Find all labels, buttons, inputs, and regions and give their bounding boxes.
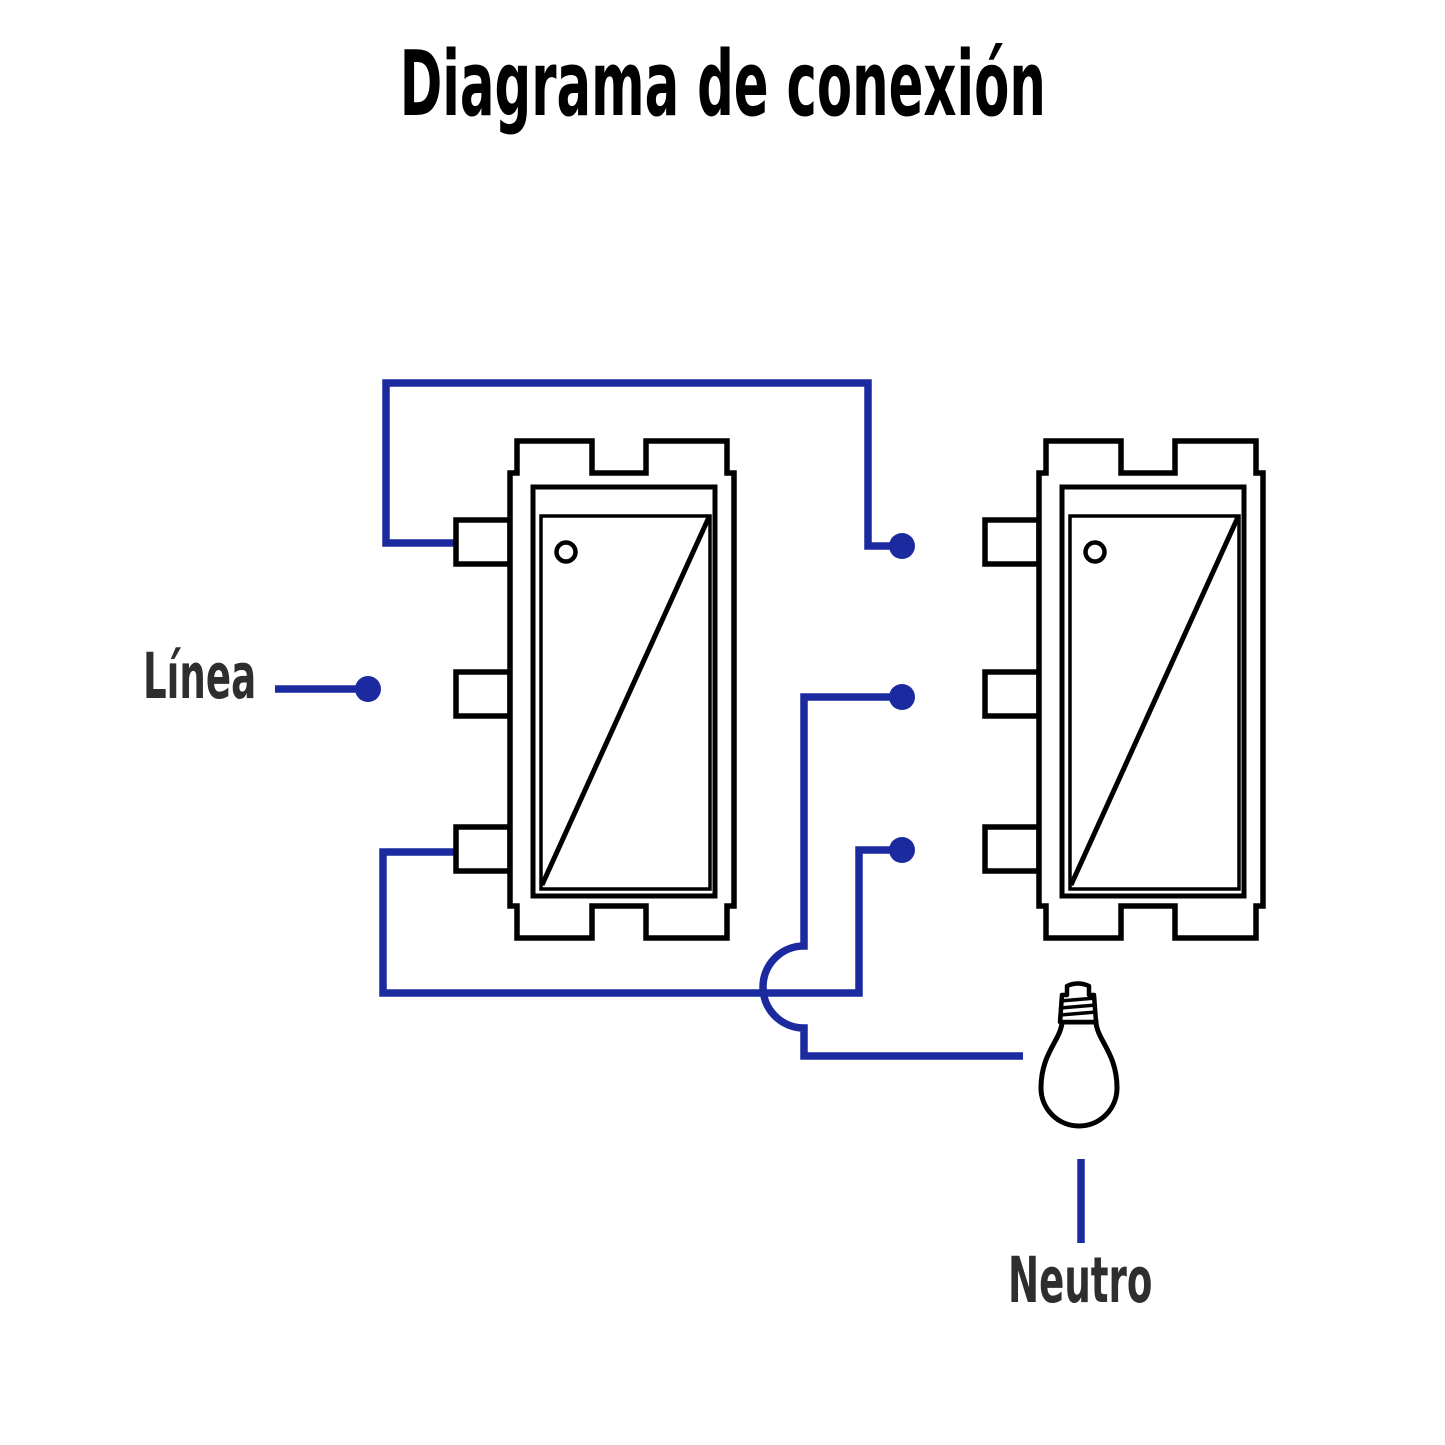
wire-traveler-top xyxy=(382,379,902,550)
connection-dots xyxy=(355,533,915,863)
bulb-thread-line xyxy=(1059,1010,1097,1017)
bulb-thread-line xyxy=(1059,1003,1097,1010)
wire-group xyxy=(275,379,1085,1243)
wire-load-with-hop xyxy=(759,693,1023,1060)
bulb-globe xyxy=(1038,1019,1120,1129)
neutral-label: Neutro xyxy=(1008,1244,1153,1317)
line-feed-dot xyxy=(355,676,381,702)
line-label: Línea xyxy=(143,640,257,713)
light-bulb-icon xyxy=(1038,981,1120,1129)
page-title: Diagrama de conexión xyxy=(0,40,1445,130)
page-title-text: Diagrama de conexión xyxy=(399,32,1046,137)
switch-right-icon xyxy=(985,441,1263,938)
traveler-top-dot xyxy=(889,533,915,559)
wire-traveler-bottom xyxy=(379,846,902,997)
switch-left-icon xyxy=(456,441,734,938)
load-dot xyxy=(889,684,915,710)
bulb-thread-line xyxy=(1059,996,1097,1003)
traveler-bottom-dot xyxy=(889,837,915,863)
